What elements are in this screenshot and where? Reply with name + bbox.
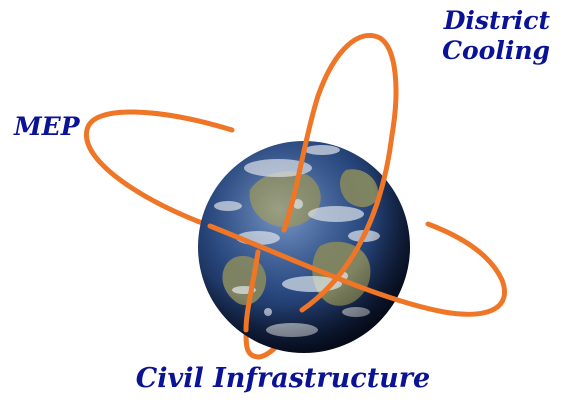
orbit-front (207, 93, 507, 333)
label-district-cooling-line2: Cooling (442, 36, 550, 65)
orbit-segment (299, 132, 395, 313)
orbit-segment (207, 221, 507, 317)
label-district-cooling: District Cooling (442, 6, 550, 66)
orbit-segment (281, 93, 321, 233)
orbit-segment (243, 249, 261, 333)
earth-globe-icon (198, 141, 410, 353)
label-mep: MEP (14, 112, 80, 141)
label-civil-infrastructure: Civil Infrastructure (135, 363, 431, 394)
orbit-segment (84, 109, 235, 229)
orbit-segment (315, 33, 399, 138)
label-district-cooling-line1: District (443, 6, 550, 35)
